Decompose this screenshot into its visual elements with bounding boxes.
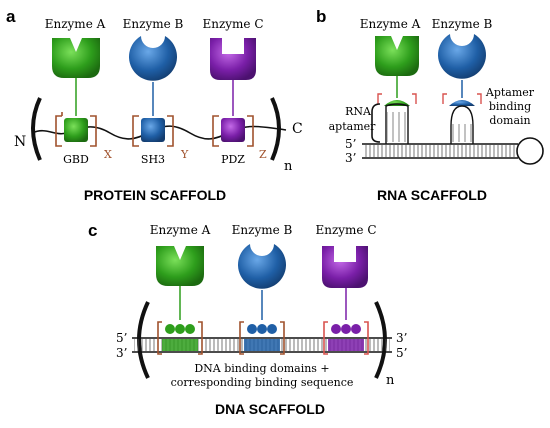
panel-c-caption-line2: corresponding binding sequence: [171, 376, 354, 389]
panel-b-letter: b: [316, 7, 326, 26]
panel-c-enzyme-c-label: Enzyme C: [315, 223, 376, 237]
panel-c-caption-line1: DNA binding domains +: [194, 362, 329, 375]
panel-a-enzyme-b-label: Enzyme B: [123, 17, 184, 31]
panel-b-enzyme-a-shape: [375, 36, 419, 76]
panel-b-aptamer-cap-b: [449, 100, 475, 106]
panel-b-end-3: 3’: [345, 151, 356, 165]
panel-c-right-3: 3’: [396, 331, 407, 345]
panel-c-left-3: 3’: [116, 346, 127, 360]
panel-b-aptamer-domain-line3: domain: [489, 114, 530, 127]
panel-a-enzyme-a-label: Enzyme A: [45, 17, 106, 31]
panel-b-aptamer-domain-line2: binding: [489, 100, 531, 113]
panel-c-letter: c: [88, 221, 97, 240]
panel-c-binding-domain-c: [323, 321, 369, 355]
panel-b-stem-a: [385, 103, 409, 144]
panel-c-repeat-n: n: [386, 373, 395, 388]
panel-a-letter: a: [6, 7, 16, 26]
panel-c-enzyme-b-shape: [237, 244, 286, 289]
panel-c-left-5: 5’: [116, 331, 127, 345]
panel-a-domain-sh3-label: SH3: [141, 153, 165, 166]
panel-a-domain-gbd-label: GBD: [63, 153, 89, 166]
panel-a-n-terminal: N: [14, 134, 26, 150]
panel-a-domain-pdz-label: PDZ: [221, 153, 245, 166]
panel-c-title: DNA SCAFFOLD: [215, 401, 325, 417]
panel-a-domain-pdz: [212, 115, 254, 147]
panel-b-duplex: [362, 137, 544, 165]
panel-b-stem-b: [450, 105, 474, 144]
panel-b-end-5: 5’: [345, 137, 356, 151]
panel-a-left-bracket: [31, 97, 42, 161]
panel-b-enzyme-b-label: Enzyme B: [432, 17, 493, 31]
panel-a-linker-x: X: [104, 148, 112, 161]
panel-a-repeat-n: n: [284, 159, 293, 174]
panel-c-right-5: 5’: [396, 346, 407, 360]
panel-b-rna-aptamer-line1: RNA: [345, 105, 372, 118]
panel-a-title: PROTEIN SCAFFOLD: [84, 187, 226, 203]
panel-b-enzyme-a-label: Enzyme A: [360, 17, 421, 31]
panel-c-enzyme-a-label: Enzyme A: [150, 223, 211, 237]
panel-a-domain-sh3: [132, 115, 174, 147]
panel-a-enzyme-c-label: Enzyme C: [202, 17, 263, 31]
panel-b-red-brackets-a: [377, 93, 417, 104]
panel-b-aptamer-brace: [371, 103, 381, 143]
panel-a-linker-y: Y: [180, 148, 189, 161]
panel-a-enzyme-c-shape: [210, 38, 256, 80]
panel-c-enzyme-a-shape: [156, 246, 204, 286]
panel-a-linker-z: Z: [259, 148, 267, 161]
panel-c-binding-domain-a: [157, 321, 203, 355]
panel-a-enzyme-a-shape: [52, 38, 100, 78]
panel-c-enzyme-b-label: Enzyme B: [232, 223, 293, 237]
panel-a-c-terminal: C: [292, 121, 303, 137]
panel-b-enzyme-b-shape: [437, 34, 486, 79]
panel-c-binding-domain-b: [239, 321, 285, 355]
panel-b-rna-aptamer-line2: aptamer: [329, 120, 377, 133]
panel-a-domain-gbd: [55, 112, 97, 147]
panel-b-title: RNA SCAFFOLD: [377, 187, 487, 203]
panel-a-enzyme-b-shape: [129, 36, 177, 81]
panel-b-red-brackets-b: [442, 93, 482, 104]
panel-b-aptamer-domain-line1: Aptamer: [485, 86, 535, 99]
panel-c-enzyme-c-shape: [322, 246, 368, 288]
